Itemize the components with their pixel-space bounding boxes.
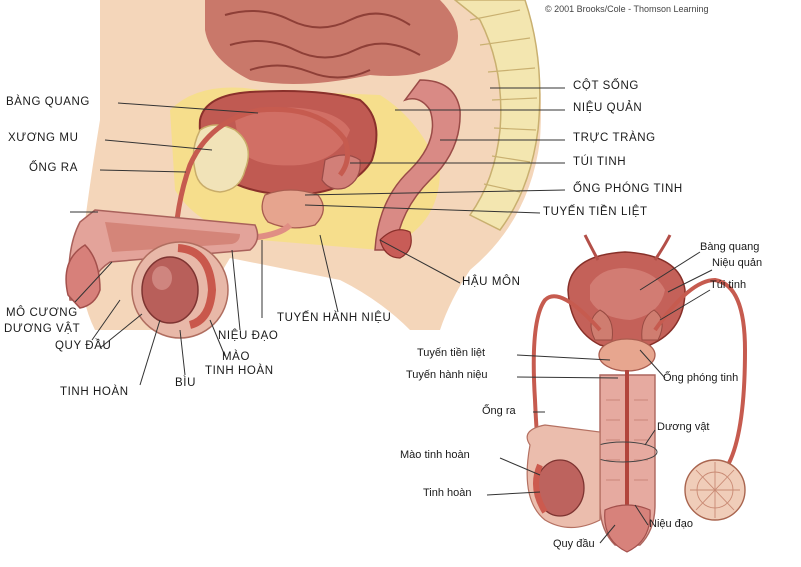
label-tui-tinh: TÚI TINH [573, 156, 627, 168]
label-cot-song: CỘT SỐNG [573, 80, 639, 92]
frontal-view [486, 234, 748, 553]
front-prostate [598, 338, 656, 372]
label-bang-quang: BÀNG QUANG [6, 96, 90, 108]
label-ong-phong-tinh: ỐNG PHÓNG TINH [573, 183, 683, 195]
front-bladder-highlight [590, 268, 665, 320]
intestines [205, 0, 458, 84]
spine [453, 0, 541, 231]
sublabel-tui-tinh: Túi tinh [710, 279, 747, 291]
label-quy-dau: QUY ĐẦU [55, 340, 112, 352]
sublabel-bang-quang: Bàng quang [700, 241, 760, 253]
front-seminal-vesicle-right [641, 309, 663, 341]
label-truc-trang: TRỰC TRÀNG [573, 132, 656, 144]
front-seminal-vesicle-left [590, 309, 613, 341]
label-tuyen-tien-liet: TUYẾN TIỀN LIỆT [543, 206, 648, 218]
front-ureter-left [583, 234, 600, 261]
left-leader-lines [70, 102, 339, 386]
anus [379, 229, 412, 259]
sublabel-nieu-dao: Niệu đạo [649, 518, 694, 530]
sublabel-tinh-hoan: Tinh hoàn [423, 487, 472, 499]
sublabel-tuyen-hanh-nieu: Tuyến hành niệu [406, 369, 488, 381]
glans [65, 244, 101, 309]
front-ureter-right [653, 234, 672, 261]
right-leader-lines [304, 87, 566, 284]
sublabel-quy-dau: Quy đầu [553, 538, 595, 550]
label-xuong-mu: XƯƠNG MU [8, 132, 79, 144]
label-duong-vat: DƯƠNG VẬT [4, 323, 81, 335]
sublabel-tuyen-tien-liet: Tuyến tiền liệt [417, 347, 486, 359]
label-mao: MÀO [222, 351, 250, 363]
front-epididymis-left [533, 463, 548, 514]
sagittal-section [65, 0, 566, 386]
sublabel-mao-tinh-hoan: Mào tinh hoàn [400, 449, 470, 461]
label-biu: BÌU [175, 377, 196, 389]
label-hau-mon: HẬU MÔN [462, 276, 521, 288]
intestine-coils [224, 10, 421, 79]
label-mo-cuong: MÔ CƯƠNG [6, 307, 78, 319]
testis-highlight [152, 266, 172, 290]
prostate [261, 189, 324, 229]
label-tuyen-hanh-nieu: TUYẾN HÀNH NIỆU [277, 312, 392, 324]
copyright-notice: © 2001 Brooks/Cole - Thomson Learning [545, 4, 709, 14]
pubic-bone [192, 124, 250, 193]
sublabel-ong-phong-tinh: Ống phóng tinh [663, 372, 739, 384]
sublabel-nieu-quan: Niệu quản [712, 257, 763, 269]
front-glans [604, 504, 651, 553]
sublabel-duong-vat: Dương vật [657, 421, 710, 433]
sublabel-ong-ra: Ống ra [482, 405, 516, 417]
label-ong-ra: ỐNG RA [29, 162, 78, 174]
front-vas-right [653, 277, 748, 472]
epididymis [177, 244, 217, 329]
label-nieu-quan: NIỆU QUẢN [573, 102, 643, 114]
front-leader-lines [486, 251, 713, 544]
front-testis-lobules [690, 462, 740, 518]
label-nieu-dao: NIỆU ĐẠO [218, 330, 279, 342]
label-tinh-hoan: TINH HOÀN [60, 386, 129, 398]
corpus-cavernosum [105, 222, 240, 252]
label-tinh-hoan-epididymis: TINH HOÀN [205, 365, 274, 377]
testis [141, 256, 199, 324]
